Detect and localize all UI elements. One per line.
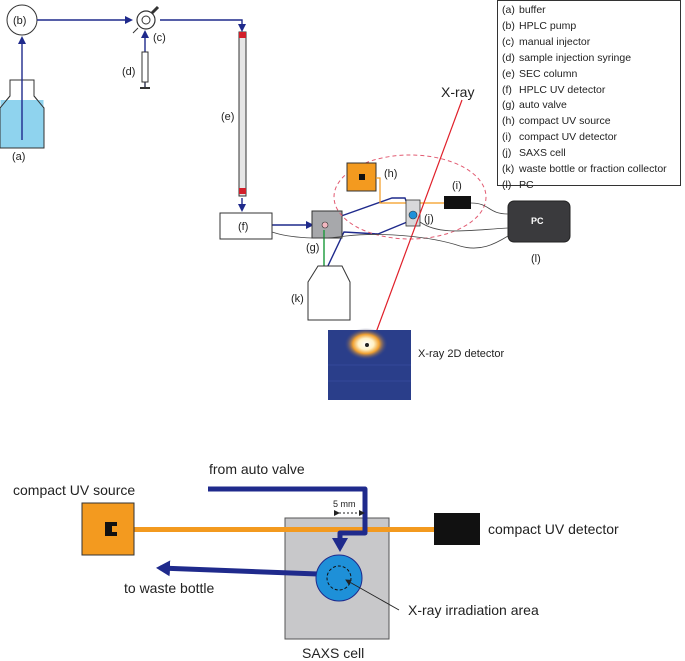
flow-lines <box>18 16 413 304</box>
valve-port <box>321 221 329 229</box>
detail-to-waste-label: to waste bottle <box>124 580 214 596</box>
hplc-uv-detector <box>219 212 273 240</box>
legend-item: (f)HPLC UV detector <box>502 83 606 96</box>
legend-item: (b)HPLC pump <box>502 19 577 32</box>
uv-source-aperture <box>359 174 365 180</box>
detector-label: X-ray 2D detector <box>418 348 505 360</box>
legend-item: (k)waste bottle or fraction collector <box>502 163 667 176</box>
legend-item: (g)auto valve <box>502 99 567 112</box>
legend: (a)buffer (b)HPLC pump (c)manual injecto… <box>497 0 681 191</box>
compact-uv-detector <box>444 196 471 209</box>
label-g: (g) <box>306 242 319 254</box>
label-b: (b) <box>13 15 26 27</box>
pc-text: PC <box>531 216 544 226</box>
legend-item: (i)compact UV detector <box>502 131 618 144</box>
label-e: (e) <box>221 111 234 123</box>
xray-beam <box>369 99 463 348</box>
legend-item: (j)SAXS cell <box>502 147 566 160</box>
sample-syringe <box>140 30 150 89</box>
label-j: (j) <box>424 213 434 225</box>
detail-irradiation-label: X-ray irradiation area <box>408 602 539 618</box>
waste-bottle <box>307 265 351 321</box>
detail-uv-source <box>81 502 135 556</box>
label-a: (a) <box>12 151 25 163</box>
detail-uv-detector-label: compact UV detector <box>488 521 619 537</box>
xray-label: X-ray <box>441 84 474 100</box>
manual-injector <box>132 5 160 34</box>
detail-uv-aperture <box>105 522 117 536</box>
detail-uv-detector <box>434 513 480 545</box>
detail-uv-beam <box>134 527 434 532</box>
legend-item: (l)PC <box>502 178 534 191</box>
label-f: (f) <box>238 221 248 233</box>
detail-flow-chamber <box>315 554 363 602</box>
detail-uv-source-label: compact UV source <box>13 482 135 498</box>
label-l: (l) <box>531 253 541 265</box>
legend-item: (h)compact UV source <box>502 115 611 128</box>
sec-column <box>238 31 247 197</box>
legend-item: (c)manual injector <box>502 35 591 48</box>
label-k: (k) <box>291 293 304 305</box>
pc <box>507 200 571 243</box>
label-h: (h) <box>384 168 397 180</box>
detail-uv-slit <box>112 526 118 532</box>
legend-item: (a)buffer <box>502 4 546 16</box>
label-i: (i) <box>452 180 462 192</box>
scale-label: 5 mm <box>333 499 356 509</box>
legend-item: (d)sample injection syringe <box>502 51 632 64</box>
saxs-cell-window <box>408 210 418 220</box>
label-c: (c) <box>153 32 166 44</box>
xray-2d-detector <box>328 328 411 400</box>
detail-cell-label: SAXS cell <box>302 645 364 661</box>
uv-beam <box>376 177 444 204</box>
legend-item: (e)SEC column <box>502 67 578 80</box>
detail-from-valve-label: from auto valve <box>209 461 305 477</box>
detail-irradiation-circle <box>326 565 352 591</box>
label-d: (d) <box>122 66 135 78</box>
data-cables <box>271 202 509 249</box>
detail-flow <box>156 486 368 577</box>
irradiation-pointer <box>345 579 400 611</box>
